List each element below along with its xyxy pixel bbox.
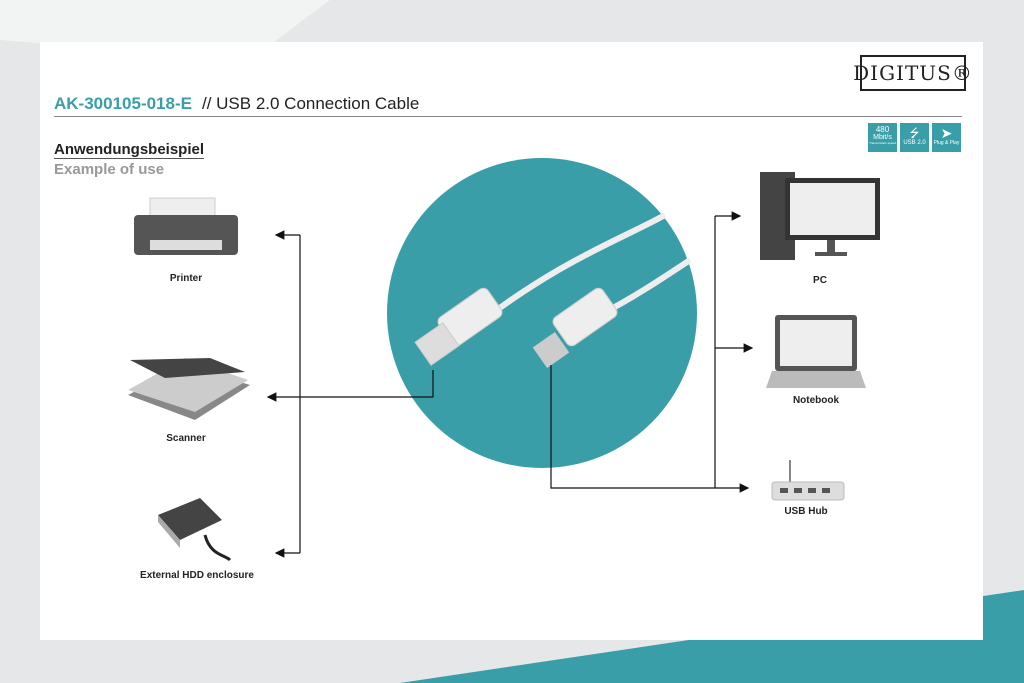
scanner-icon (128, 358, 250, 420)
product-title: // USB 2.0 Connection Cable (201, 94, 420, 113)
section-title-de: Anwendungsbeispiel (54, 141, 205, 159)
product-code: AK-300105-018-E (54, 94, 192, 113)
logo-text: DIGITUS® (853, 61, 973, 85)
section-title-en: Example of use (54, 161, 165, 178)
pc-icon (760, 172, 880, 260)
digitus-logo: DIGITUS® (853, 55, 972, 91)
badge-speed-caption: Transmission speed (869, 141, 896, 145)
plug-play-badge: ➤Plug & Play (932, 123, 961, 152)
page-title: AK-300105-018-E // USB 2.0 Connection Cab… (54, 94, 419, 114)
printer-icon (134, 197, 238, 255)
scanner-label: Scanner (166, 433, 206, 444)
usb-badge: ⭍USB 2.0 (900, 123, 929, 152)
badge-usb-label: USB 2.0 (903, 140, 926, 146)
usb-hub-label: USB Hub (784, 506, 828, 517)
arrow-icon: ➤ (940, 125, 953, 141)
badge-speed-value: 480 (875, 125, 890, 134)
cable-circle (387, 158, 697, 468)
hdd-icon (158, 498, 232, 562)
pc-label: PC (813, 275, 827, 286)
hdd-label: External HDD enclosure (140, 570, 254, 581)
connection-lines (266, 211, 754, 558)
badge-pnp-label: Plug & Play (933, 140, 960, 146)
usb-cable-icon (414, 212, 692, 368)
notebook-icon (766, 315, 866, 388)
badge-speed-unit: Mbit/s (873, 134, 892, 141)
divider (54, 116, 962, 117)
notebook-label: Notebook (792, 395, 840, 406)
usb-hub-icon (771, 460, 845, 501)
usb-icon: ⭍ (909, 126, 920, 140)
printer-label: Printer (169, 273, 203, 284)
